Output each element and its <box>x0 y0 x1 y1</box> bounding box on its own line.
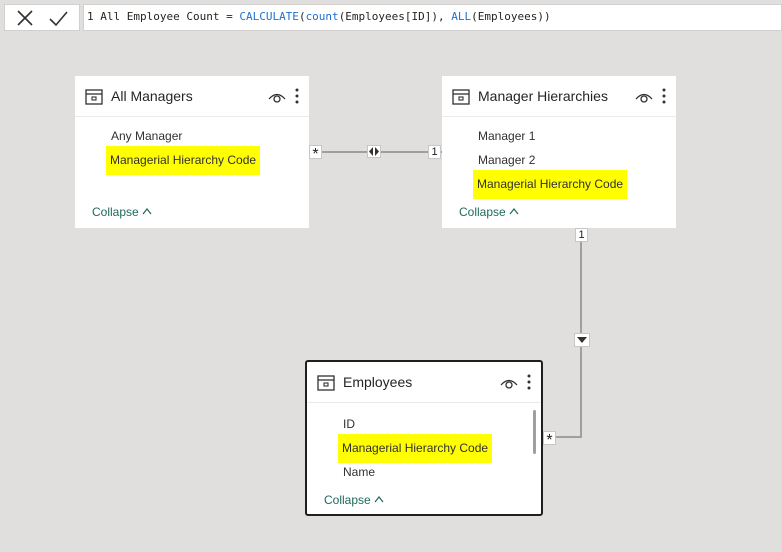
card-header: Employees <box>307 362 541 403</box>
table-icon <box>452 89 470 105</box>
eye-icon[interactable] <box>635 90 653 104</box>
bidirectional-arrows-icon <box>369 147 379 156</box>
scrollbar-thumb[interactable] <box>533 410 536 454</box>
formula-bar: 1 All Employee Count = CALCULATE(count(E… <box>0 0 782 34</box>
dax-paren: ( <box>298 10 306 23</box>
formula-editor[interactable]: 1 All Employee Count = CALCULATE(count(E… <box>83 4 782 31</box>
table-title: All Managers <box>111 88 193 104</box>
more-options-icon[interactable] <box>526 373 532 391</box>
cardinality-many-label: * <box>309 145 322 163</box>
chevron-up-icon <box>142 208 152 215</box>
eye-icon[interactable] <box>500 376 518 390</box>
dax-all-argument: (Employees)) <box>471 10 551 23</box>
table-card-employees[interactable]: Employees ID Managerial Hierarchy Code N… <box>305 360 543 516</box>
cardinality-one-label: 1 <box>575 228 588 242</box>
chevron-up-icon <box>509 208 519 215</box>
collapse-label: Collapse <box>459 205 506 219</box>
checkmark-icon[interactable] <box>47 7 69 29</box>
arrow-down-icon <box>577 337 587 343</box>
collapse-label: Collapse <box>92 205 139 219</box>
collapse-button[interactable]: Collapse <box>459 205 519 219</box>
field-name[interactable]: Name <box>343 465 376 479</box>
field-manager-1[interactable]: Manager 1 <box>478 129 536 143</box>
dax-function-calculate: CALCULATE <box>239 10 299 23</box>
table-icon <box>317 375 335 391</box>
collapse-label: Collapse <box>324 493 371 507</box>
collapse-button[interactable]: Collapse <box>92 205 152 219</box>
formula-bar-buttons <box>4 4 80 31</box>
line-number: 1 <box>87 10 94 23</box>
collapse-button[interactable]: Collapse <box>324 493 384 507</box>
field-managerial-hierarchy-code[interactable]: Managerial Hierarchy Code <box>106 146 261 175</box>
table-icon <box>85 89 103 105</box>
more-options-icon[interactable] <box>661 87 667 105</box>
more-options-icon[interactable] <box>294 87 300 105</box>
table-title: Manager Hierarchies <box>478 88 608 104</box>
cardinality-one-label: 1 <box>428 145 441 159</box>
card-header: Manager Hierarchies <box>442 76 676 117</box>
field-id[interactable]: ID <box>343 417 355 431</box>
dax-function-all: ALL <box>451 10 472 23</box>
field-manager-2[interactable]: Manager 2 <box>478 153 536 167</box>
field-managerial-hierarchy-code[interactable]: Managerial Hierarchy Code <box>473 170 628 199</box>
dax-count-argument: (Employees[ID]), <box>338 10 452 23</box>
close-icon[interactable] <box>14 7 36 29</box>
table-card-all-managers[interactable]: All Managers Any Manager Managerial Hier… <box>75 76 309 228</box>
field-any-manager[interactable]: Any Manager <box>111 129 183 143</box>
cardinality-many-label: * <box>543 431 556 449</box>
dax-function-count: count <box>305 10 339 23</box>
table-card-manager-hierarchies[interactable]: Manager Hierarchies Manager 1 Manager 2 … <box>442 76 676 228</box>
bidirectional-filter-icon[interactable] <box>367 145 381 158</box>
single-filter-down-icon[interactable] <box>574 333 590 347</box>
measure-name: All Employee Count = <box>100 10 240 23</box>
chevron-up-icon <box>374 496 384 503</box>
eye-icon[interactable] <box>268 90 286 104</box>
card-header: All Managers <box>75 76 309 117</box>
field-managerial-hierarchy-code[interactable]: Managerial Hierarchy Code <box>338 434 493 463</box>
table-title: Employees <box>343 374 413 390</box>
